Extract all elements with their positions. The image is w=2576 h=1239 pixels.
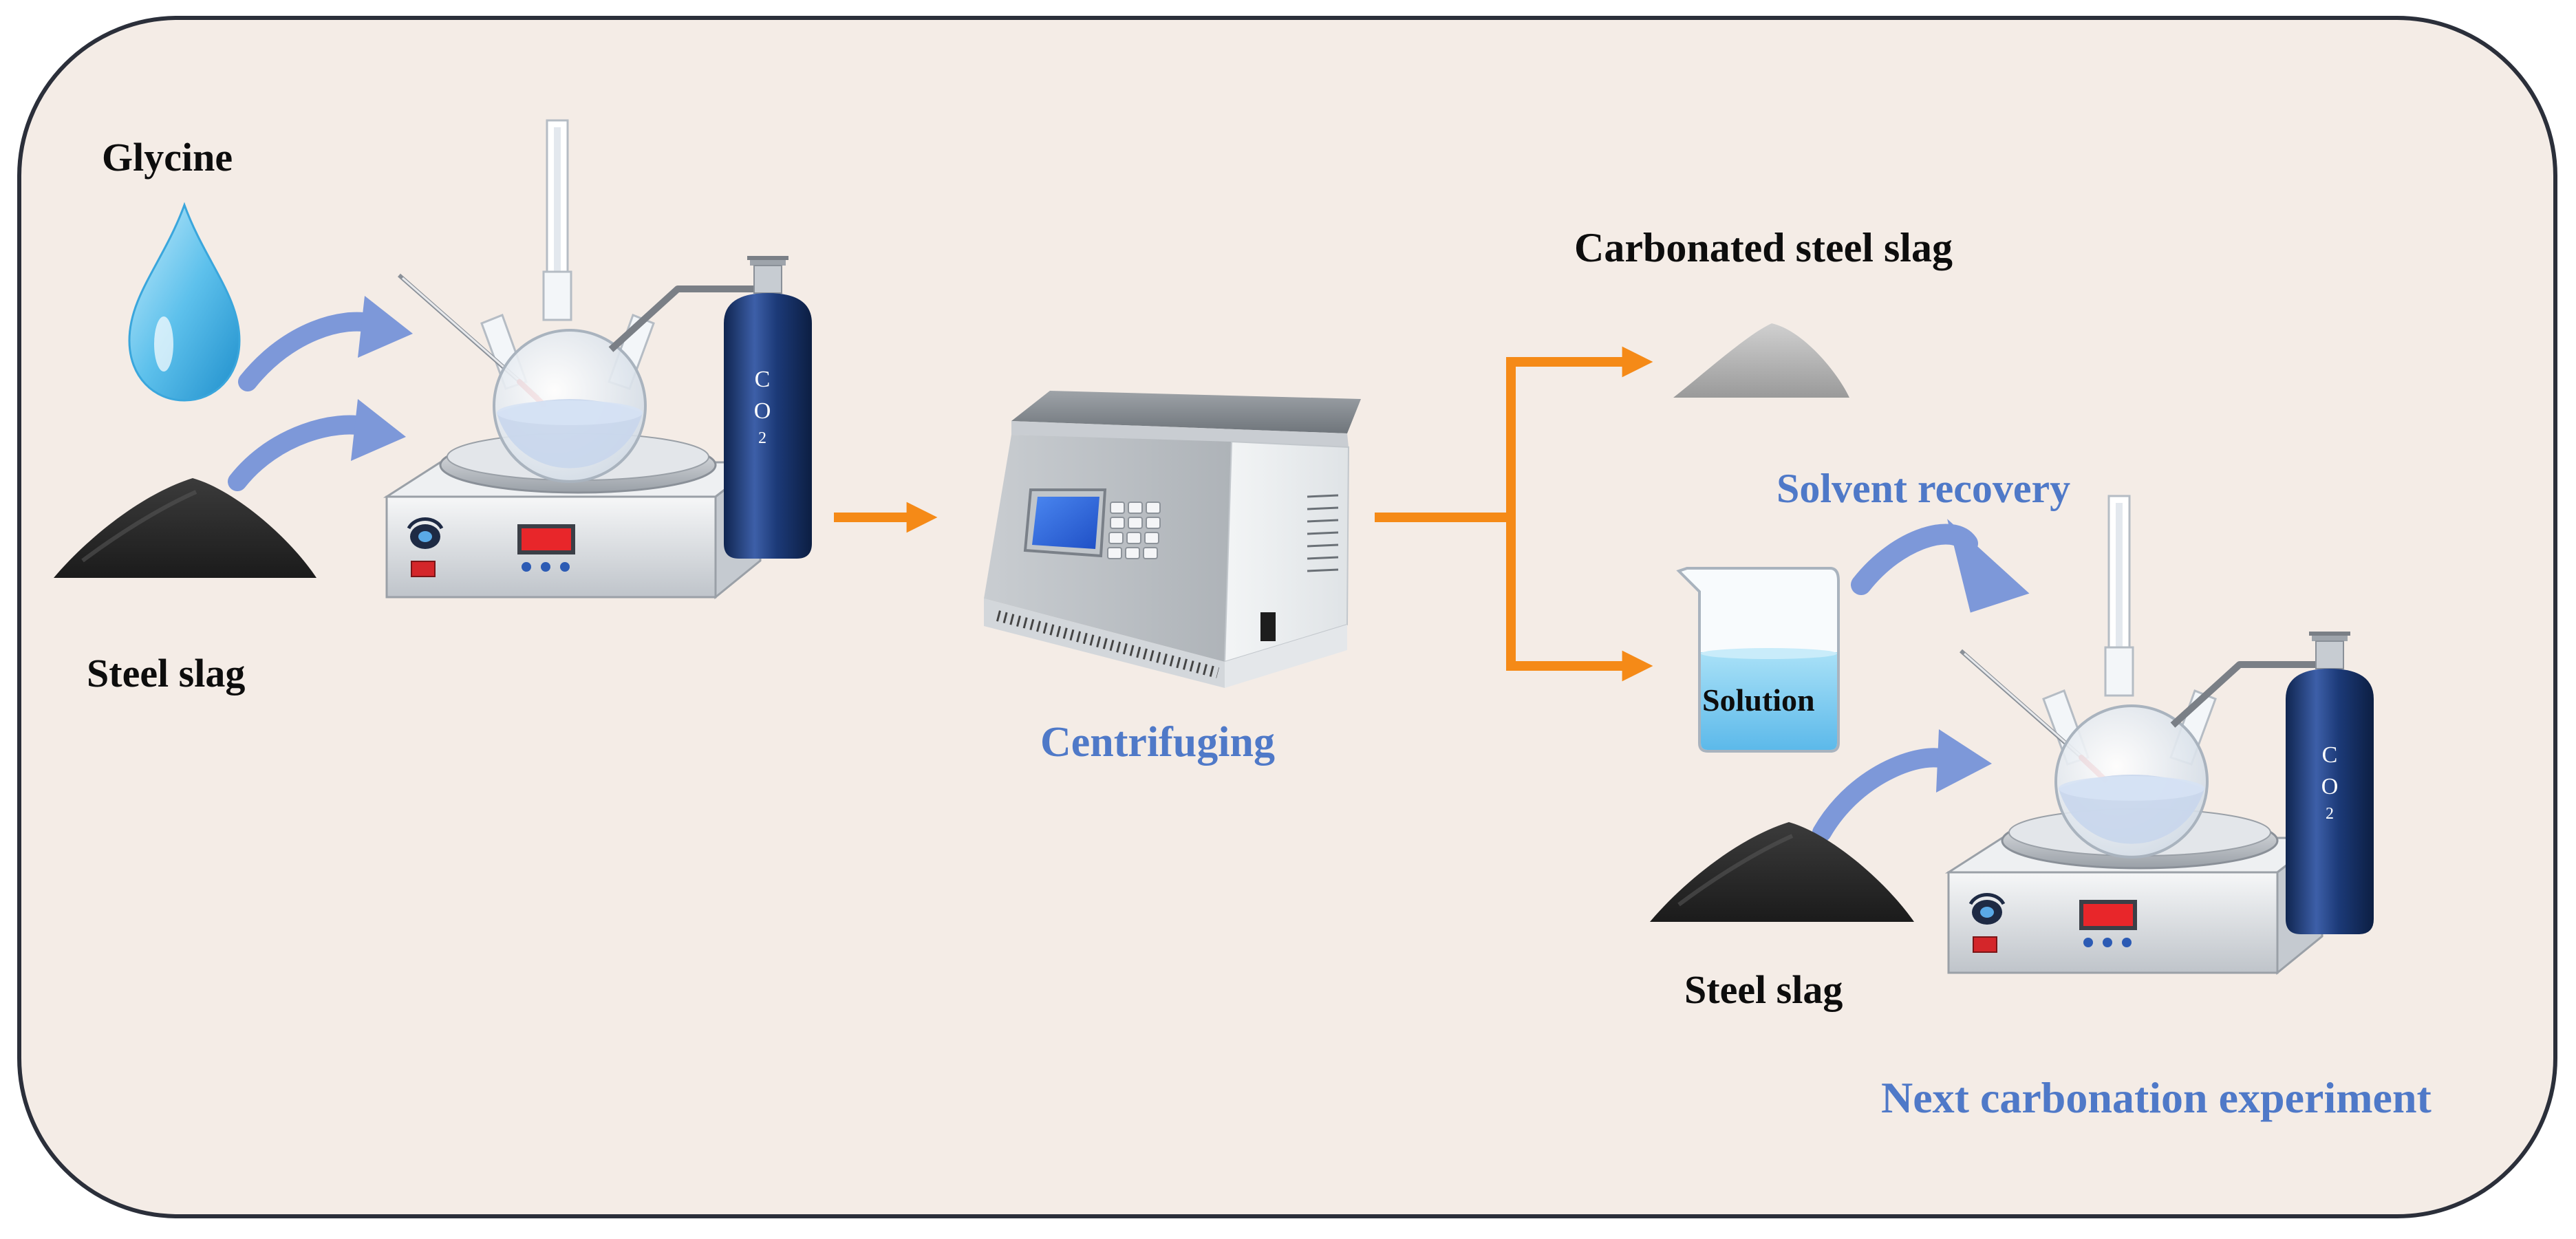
gas-tube-2 [2170, 661, 2315, 728]
next-carbonation-experiment-label: Next carbonation experiment [1881, 1073, 2432, 1122]
solution-label: Solution [1702, 682, 1815, 718]
magnetic-stirrer-1 [383, 433, 764, 600]
cylinder-1-sub: 2 [758, 429, 766, 447]
cylinder-2-c: C [2322, 742, 2338, 768]
three-neck-flask-2 [1960, 495, 2217, 859]
cylinder-1-c: C [755, 367, 771, 392]
glycine-label: Glycine [102, 135, 233, 180]
carbonated-slag-pile-icon [1673, 323, 1849, 398]
cylinder-2-o: O [2321, 774, 2339, 799]
input-arrow-2-icon [1812, 729, 1992, 842]
carbonated-steel-slag-label: Carbonated steel slag [1574, 225, 1953, 270]
co2-cylinder-2: C O 2 [2286, 632, 2374, 934]
cylinder-2-sub: 2 [2326, 805, 2334, 823]
glycine-drop-icon [128, 202, 241, 402]
three-neck-flask-1 [398, 119, 655, 483]
input-arrow-icon [228, 296, 413, 491]
centrifuging-label: Centrifuging [1040, 719, 1275, 766]
steel-slag-label-1: Steel slag [87, 651, 246, 696]
steel-slag-pile-2-icon [1650, 822, 1914, 922]
centrifuge-icon [984, 391, 1361, 688]
solvent-recovery-label: Solvent recovery [1777, 466, 2071, 511]
gas-tube-1 [608, 285, 753, 352]
solvent-recovery-arrow-icon [1851, 519, 2030, 613]
cylinder-1-o: O [754, 398, 771, 424]
co2-cylinder-1: C O 2 [724, 256, 812, 559]
steel-slag-pile-icon [54, 478, 316, 578]
flow-splitter-arrows [1375, 346, 1653, 682]
beaker-icon [1676, 567, 1840, 753]
steel-slag-label-2: Steel slag [1684, 967, 1843, 1012]
